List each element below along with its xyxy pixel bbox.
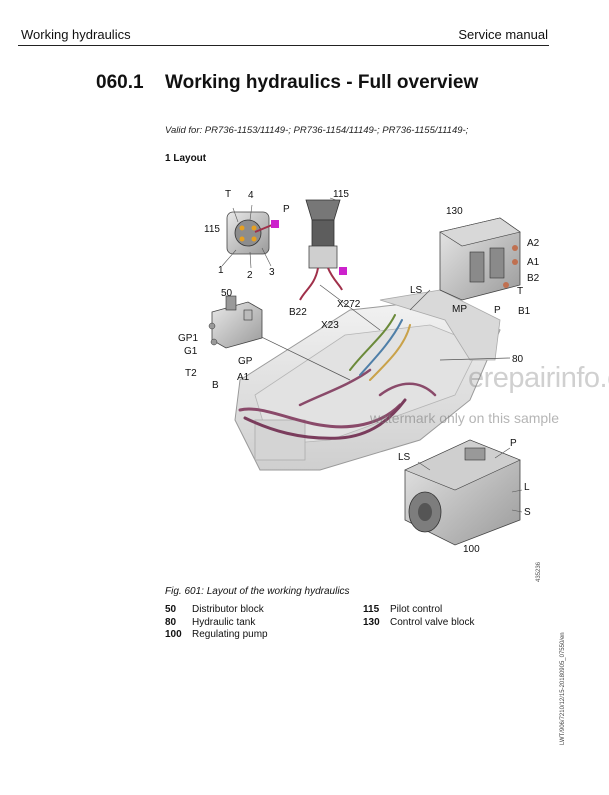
label-pc-P: P (283, 204, 290, 215)
label-tank-80: 80 (512, 354, 524, 365)
leader-lines (246, 284, 511, 381)
header-document-type: Service manual (458, 27, 548, 42)
header-chapter-title: Working hydraulics (21, 27, 131, 42)
label-joy-B22: B22 (289, 307, 307, 318)
label-pc-T: T (225, 189, 231, 200)
label-pc-3: 3 (269, 267, 275, 278)
header-divider (18, 45, 549, 46)
label-db-GP: GP (238, 356, 253, 367)
label-db-T2: T2 (185, 368, 197, 379)
label-cv-T: T (517, 286, 523, 297)
label-pump-L: L (524, 482, 530, 493)
label-pc-4: 4 (248, 190, 254, 201)
label-cv-P: P (494, 305, 501, 316)
label-pump-S: S (524, 507, 531, 518)
label-db-50: 50 (221, 288, 233, 299)
figure-caption: Fig. 601: Layout of the working hydrauli… (165, 586, 350, 597)
distributor-block-50 (208, 295, 263, 349)
legend-text: Regulating pump (192, 629, 268, 640)
document-side-code: LWT/906/7210/12/15-20180905_07550/en (560, 632, 566, 745)
label-joy-X272: X272 (337, 299, 361, 310)
legend-item: 130 Control valve block (363, 617, 474, 630)
label-cv-B2: B2 (527, 273, 540, 284)
legend-text: Hydraulic tank (192, 616, 256, 628)
legend-item: 80 Hydraulic tank (165, 617, 268, 630)
label-cv-A1: A1 (527, 257, 540, 268)
legend-number: 100 (165, 629, 182, 640)
validity-note: Valid for: PR736-1153/11149-; PR736-1154… (165, 125, 469, 136)
legend-item: 115 Pilot control (363, 604, 474, 617)
label-pump-100: 100 (463, 544, 480, 555)
label-cv-A2: A2 (527, 238, 540, 249)
figure-image-code: 435236 (536, 561, 542, 582)
legend-number: 50 (165, 604, 177, 615)
joystick-115 (299, 197, 347, 301)
watermark-note: watermark only on this sample (370, 410, 560, 426)
legend-text: Distributor block (192, 604, 264, 615)
legend-number: 80 (165, 616, 177, 628)
control-valve-block-130 (439, 217, 521, 301)
label-cv-LS: LS (410, 285, 423, 296)
layout-heading: 1 Layout (165, 153, 207, 164)
label-cv-130: 130 (446, 206, 463, 217)
pilot-control-115-detail (221, 204, 279, 269)
legend-number: 115 (363, 604, 380, 615)
hydraulics-layout-diagram: T 4 P 115 1 2 3 115 B22 X272 X23 130 A2 … (178, 189, 540, 555)
legend-text: Pilot control (390, 604, 443, 615)
legend-right-column: 115 Pilot control 130 Control valve block (363, 604, 474, 629)
legend-item: 50 Distributor block (165, 604, 268, 617)
label-db-A1: A1 (237, 372, 250, 383)
legend-left-column: 50 Distributor block 80 Hydraulic tank 100… (165, 604, 268, 642)
watermark-site: erepairinfo.com (468, 362, 609, 394)
label-pc-115: 115 (204, 224, 220, 235)
regulating-pump-100 (404, 439, 523, 546)
label-cv-B1: B1 (518, 306, 531, 317)
label-joy-X23: X23 (321, 320, 339, 331)
diagram-labels: T 4 P 115 1 2 3 115 B22 X272 X23 130 A2 … (178, 189, 540, 555)
legend-item: 100 Regulating pump (165, 629, 268, 642)
label-pc-1: 1 (218, 265, 224, 276)
label-db-G1: G1 (184, 346, 198, 357)
section-number: 060.1 (96, 72, 144, 93)
legend-number: 130 (363, 616, 380, 628)
machine-chassis (234, 289, 501, 471)
legend-text: Control valve block (390, 616, 475, 628)
section-title: Working hydraulics - Full overview (165, 72, 479, 93)
label-pc-2: 2 (247, 270, 253, 281)
hydraulic-hoses (238, 314, 437, 440)
label-joy-115: 115 (333, 189, 349, 200)
label-pump-P: P (510, 438, 517, 449)
label-db-B: B (212, 380, 219, 391)
label-pump-LS: LS (398, 452, 411, 463)
label-cv-MP: MP (452, 304, 467, 315)
label-db-GP1: GP1 (178, 333, 198, 344)
